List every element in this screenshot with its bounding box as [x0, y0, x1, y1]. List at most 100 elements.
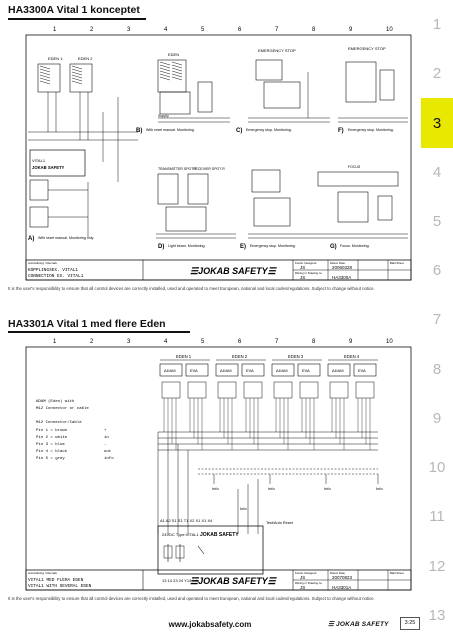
pin-row: Pin 4 = black [36, 449, 68, 454]
title-block-remark-1: VITAL1 MED FLERA EDEN [28, 578, 84, 583]
variant-d-text: Light beam. Monitoring. [168, 244, 206, 248]
title-block-checked-by: JS [300, 275, 305, 280]
disclaimer-2: It is the user's responsibility to ensur… [8, 596, 375, 601]
title-block-designed-by: JS [300, 265, 305, 270]
title-block-remark-label: Anmärkning / Remark [28, 571, 58, 575]
page-number: 3:25 [400, 617, 420, 630]
column-number: 10 [386, 339, 393, 345]
chapter-tab-5[interactable]: 5 [432, 213, 442, 231]
title-block-remark-1: KOPPLINGSEX. VITAL1 [28, 268, 78, 273]
chapter-tab-11[interactable]: 11 [429, 508, 445, 526]
variant-a-text: With reset manual. Monitoring only. [38, 236, 94, 240]
title-underline [8, 18, 146, 20]
title-block-date-label: Datum Date [330, 571, 345, 575]
module-vital1-a: VITAL1 [32, 158, 46, 163]
eden-label: EDEN 2 [232, 354, 248, 359]
label-focus: FOCUS [348, 165, 361, 169]
eden-part-label: EVA [358, 368, 366, 373]
column-number: 2 [90, 339, 94, 345]
column-number: 8 [312, 339, 316, 345]
column-number: 6 [238, 27, 242, 33]
pin-function: + [104, 429, 107, 433]
column-number: 1 [53, 339, 57, 345]
column-number: 7 [275, 339, 279, 345]
column-number: 2 [90, 27, 94, 33]
eden-part-label: ADAM [332, 368, 344, 373]
column-number: 4 [164, 27, 168, 33]
chapter-tab-7[interactable]: 7 [432, 311, 442, 329]
column-number: 3 [127, 27, 131, 33]
title-block-brand: ☰JOKAB SAFETY☰ [190, 266, 278, 276]
supply-label-b: Supply [158, 114, 169, 118]
chapter-tab-2[interactable]: 2 [432, 65, 442, 83]
chapter-tab-12[interactable]: 12 [428, 557, 446, 575]
title-block-remark-2: CONNECTION EX. VITAL1 [28, 274, 84, 279]
label-eden-1: EDEN 1 [48, 56, 63, 61]
title-block-designed-label: Konstr. Designed [295, 261, 317, 265]
variant-b-text: With reset manual. Monitoring. [146, 128, 195, 132]
footer-brand-text: JOKAB SAFETY [336, 621, 389, 628]
title-block-drawing-label: Ritning nr Drawing no [295, 581, 322, 585]
variant-g-letter: G) [330, 244, 337, 250]
variant-d-letter: D) [158, 244, 164, 250]
column-number: 9 [349, 339, 353, 345]
pin-row: Pin 5 = grey [36, 456, 65, 461]
chapter-tab-3[interactable]: 3 [421, 98, 453, 148]
eden-label: EDEN 4 [344, 354, 360, 359]
module-jokab-b: JOKAB SAFETY [200, 532, 239, 538]
title-block-drawing-label: Ritning nr Drawing no [295, 271, 322, 275]
title-underline [8, 331, 190, 333]
eden-part-label: EVA [302, 368, 310, 373]
variant-a-letter: A) [28, 236, 34, 242]
label-emergency-stop-2: EMERGENCY STOP [348, 46, 386, 51]
disclaimer-1: It is the user's responsibility to ensur… [8, 286, 375, 291]
pin-row: Pin 3 = blue [36, 442, 65, 447]
title-block-sheet-label: Blad Sheet [390, 571, 404, 575]
title-block-date-label: Datum Date [330, 261, 345, 265]
column-number: 6 [238, 339, 242, 345]
eden-part-label: ADAM [220, 368, 232, 373]
title-block-date: 20070823 [332, 575, 353, 580]
variant-c-letter: C) [236, 128, 242, 134]
title-block-drawing-no: HA3300A [332, 275, 351, 280]
footer-logo-icon: ☰ [328, 621, 335, 628]
info-label: Info [376, 486, 383, 491]
terminals-bottom: 13 14 23 24 Y14 Info [162, 578, 200, 583]
chapter-tab-6[interactable]: 6 [432, 262, 442, 280]
eden-part-label: ADAM [164, 368, 176, 373]
title-block-drawing-no: HA3301A [332, 585, 351, 590]
chapter-tab-1[interactable]: 1 [432, 16, 442, 34]
title-block-checked-by: JS [300, 585, 305, 590]
column-number: 5 [201, 27, 205, 33]
label-emergency-stop-1: EMERGENCY STOP [258, 48, 296, 53]
variant-e-letter: E) [240, 244, 246, 250]
column-number: 10 [386, 27, 393, 33]
chapter-tab-8[interactable]: 8 [432, 360, 442, 378]
terminals-top: A1 A2 S1 S1 T1 X2 X1 X1 X4 [160, 518, 213, 523]
column-number: 5 [201, 339, 205, 345]
pin-function: in [104, 435, 109, 440]
variant-c-text: Emergency stop. Monitoring. [246, 128, 292, 132]
variant-b-letter: B) [136, 128, 142, 134]
footer-url-link[interactable]: www.jokabsafety.com [168, 620, 252, 629]
chapter-tab-9[interactable]: 9 [432, 409, 442, 427]
pin-function: out [104, 450, 111, 454]
adam-note-line-1: ADAM (Eden) with [36, 399, 75, 404]
eden-part-label: EVA [246, 368, 254, 373]
column-number: 3 [127, 339, 131, 345]
test-auto-reset: Test/Auto Reset [266, 521, 294, 525]
module-jokab-a: JOKAB SAFETY [32, 165, 65, 170]
chapter-tab-4[interactable]: 4 [432, 163, 442, 181]
title-block-remark-2: VITAL1 WITH SEVERAL EDEN [28, 584, 92, 589]
column-number: 1 [53, 27, 57, 33]
label-receiver: RECEIVER SPOT R [193, 167, 225, 171]
title-block-remark-label: Anmärkning / Remark [28, 261, 58, 265]
chapter-tab-10[interactable]: 10 [428, 459, 446, 477]
section-title-ha3300a: HA3300A Vital 1 konceptet [8, 4, 140, 16]
chapter-tab-13[interactable]: 13 [428, 606, 446, 624]
variant-f-text: Emergency stop. Monitoring. [348, 128, 394, 132]
